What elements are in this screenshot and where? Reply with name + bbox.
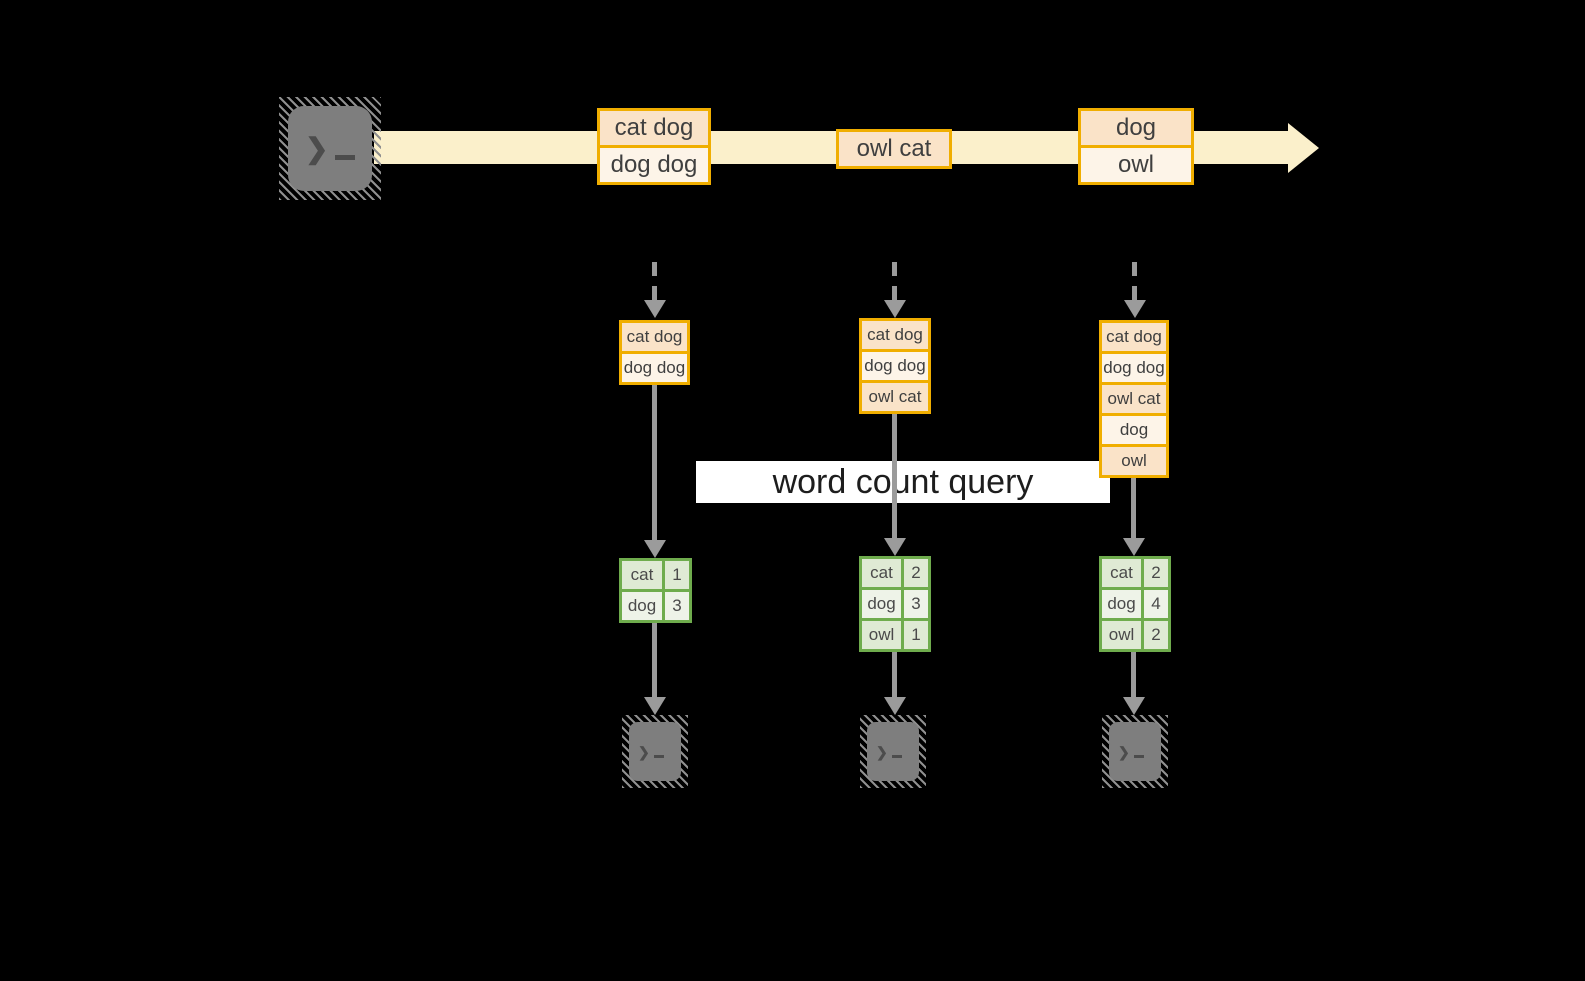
- consumer-terminal-icon: ❯: [622, 715, 688, 788]
- window-buffer: cat dog dog dog owl cat: [859, 318, 931, 414]
- count-cell: 2: [1144, 621, 1168, 649]
- output-arrow: [1131, 652, 1136, 697]
- stream-event-box: owl cat: [836, 129, 952, 169]
- prompt-underscore-icon: [335, 155, 356, 160]
- count-cell: 2: [1144, 559, 1168, 587]
- query-label: word count query: [696, 461, 1110, 503]
- prompt-underscore-icon: [1133, 755, 1144, 758]
- query-arrow: [892, 414, 897, 538]
- buffer-row-text: owl: [1102, 447, 1166, 475]
- count-cell: 1: [904, 621, 928, 649]
- table-row: owl 1: [862, 621, 928, 649]
- arrowhead-icon: [644, 697, 666, 715]
- table-row: cat 2: [862, 559, 928, 587]
- arrowhead-icon: [884, 300, 906, 318]
- window-buffer: cat dog dog dog: [619, 320, 690, 385]
- buffer-row-text: owl cat: [862, 383, 928, 411]
- buffer-row-text: cat dog: [1102, 323, 1166, 351]
- window-ingest-arrow: [1132, 262, 1137, 300]
- event-text: dog dog: [600, 148, 708, 182]
- buffer-row-text: owl cat: [1102, 385, 1166, 413]
- event-text: cat dog: [600, 111, 708, 145]
- query-arrow: [652, 385, 657, 540]
- arrowhead-icon: [644, 300, 666, 318]
- arrowhead-icon: [1123, 538, 1145, 556]
- word-cell: dog: [1102, 590, 1141, 618]
- stream-arrowhead-icon: [1288, 123, 1319, 173]
- terminal-screen: ❯: [288, 106, 372, 191]
- prompt-chevron-icon: ❯: [305, 132, 329, 164]
- table-row: cat 1: [622, 561, 689, 589]
- buffer-row-text: cat dog: [862, 321, 928, 349]
- word-cell: dog: [862, 590, 901, 618]
- count-cell: 1: [665, 561, 689, 589]
- arrowhead-icon: [1124, 300, 1146, 318]
- prompt-chevron-icon: ❯: [638, 743, 650, 760]
- arrowhead-icon: [1123, 697, 1145, 715]
- event-text: dog: [1081, 111, 1191, 145]
- query-arrow: [1131, 478, 1136, 538]
- count-cell: 2: [904, 559, 928, 587]
- arrowhead-icon: [644, 540, 666, 558]
- prompt-underscore-icon: [891, 755, 902, 758]
- word-cell: dog: [622, 592, 662, 620]
- word-cell: cat: [622, 561, 662, 589]
- event-text: owl: [1081, 148, 1191, 182]
- consumer-terminal-icon: ❯: [1102, 715, 1168, 788]
- window-ingest-arrow: [652, 262, 657, 300]
- prompt-underscore-icon: [653, 755, 664, 758]
- count-table: cat 2 dog 3 owl 1: [859, 556, 931, 652]
- count-table: cat 2 dog 4 owl 2: [1099, 556, 1171, 652]
- table-row: dog 3: [862, 590, 928, 618]
- table-row: dog 4: [1102, 590, 1168, 618]
- prompt-chevron-icon: ❯: [1118, 743, 1130, 760]
- count-cell: 4: [1144, 590, 1168, 618]
- word-cell: cat: [1102, 559, 1141, 587]
- terminal-screen: ❯: [867, 722, 919, 781]
- count-cell: 3: [665, 592, 689, 620]
- table-row: dog 3: [622, 592, 689, 620]
- buffer-row-text: dog: [1102, 416, 1166, 444]
- stream-event-box: dog owl: [1078, 108, 1194, 185]
- terminal-screen: ❯: [629, 722, 681, 781]
- arrowhead-icon: [884, 538, 906, 556]
- table-row: owl 2: [1102, 621, 1168, 649]
- table-row: cat 2: [1102, 559, 1168, 587]
- output-arrow: [652, 623, 657, 697]
- word-cell: cat: [862, 559, 901, 587]
- buffer-row-text: dog dog: [1102, 354, 1166, 382]
- buffer-row-text: dog dog: [622, 354, 687, 382]
- prompt-chevron-icon: ❯: [876, 743, 888, 760]
- word-cell: owl: [1102, 621, 1141, 649]
- word-cell: owl: [862, 621, 901, 649]
- event-text: owl cat: [839, 132, 949, 166]
- terminal-screen: ❯: [1109, 722, 1161, 781]
- buffer-row-text: dog dog: [862, 352, 928, 380]
- source-terminal-icon: ❯: [279, 97, 381, 200]
- count-table: cat 1 dog 3: [619, 558, 692, 623]
- count-cell: 3: [904, 590, 928, 618]
- window-buffer: cat dog dog dog owl cat dog owl: [1099, 320, 1169, 478]
- buffer-row-text: cat dog: [622, 323, 687, 351]
- output-arrow: [892, 652, 897, 697]
- arrowhead-icon: [884, 697, 906, 715]
- consumer-terminal-icon: ❯: [860, 715, 926, 788]
- stream-event-box: cat dog dog dog: [597, 108, 711, 185]
- window-ingest-arrow: [892, 262, 897, 300]
